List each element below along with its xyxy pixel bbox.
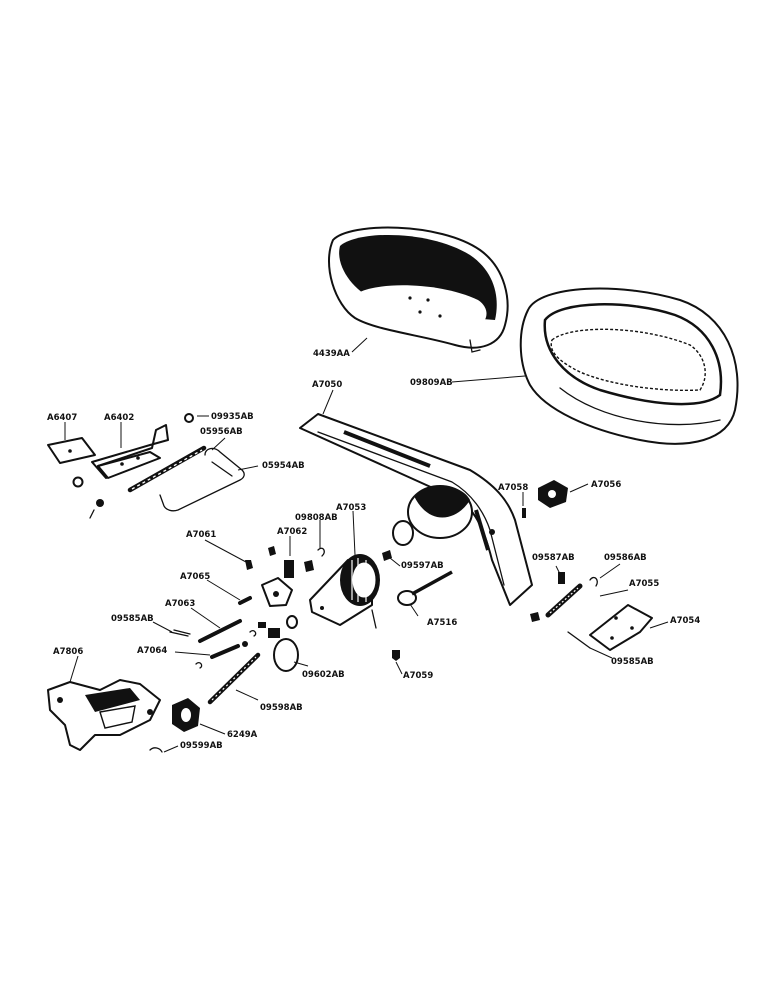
washer-left [72, 476, 84, 488]
spacer-c [286, 615, 298, 629]
label-knob: 6249A [227, 730, 258, 740]
label-clip-right: 09586AB [604, 553, 647, 563]
pin-long [198, 619, 242, 643]
bracket-rear [309, 554, 380, 629]
washer-big [273, 638, 299, 672]
clip-right [589, 576, 598, 587]
spring-right [545, 583, 583, 618]
label-washer-mid: 09597AB [401, 561, 444, 571]
label-pin-long: A7063 [165, 599, 195, 609]
label-plate-right: A7054 [670, 616, 700, 626]
label-spring-right: A7055 [629, 579, 659, 589]
label-cotter-b: 09587AB [532, 553, 575, 563]
leader-lines [64, 337, 669, 753]
label-wire-link: 05954AB [262, 461, 305, 471]
label-bolt-small: A7058 [498, 483, 528, 493]
bolt-lower [392, 650, 400, 661]
pin-left [89, 509, 95, 519]
label-cam: A7062 [277, 527, 307, 537]
plate-left [47, 437, 96, 464]
label-hub-upper: A7056 [591, 480, 621, 490]
cam [261, 560, 294, 607]
label-bracket-left: A6402 [104, 413, 134, 423]
label-pin-short: A7065 [180, 572, 210, 582]
label-seat-spring: A7050 [312, 380, 342, 390]
cotter-b-shape [558, 572, 565, 584]
label-bracket-rear: A7053 [336, 503, 366, 513]
clip-upper [317, 547, 325, 557]
clip-right-small [530, 612, 540, 622]
label-cotter-a: 09585AB [111, 614, 154, 624]
clip-small-b [249, 630, 257, 637]
label-plate-left: A6407 [47, 413, 77, 423]
spacer-a [258, 622, 266, 628]
label-cotter-c: 09585AB [611, 657, 654, 667]
washer-small-a [242, 641, 248, 647]
spacer-b [268, 628, 280, 638]
label-shock: A7516 [427, 618, 457, 628]
pin-short [238, 596, 252, 605]
cotter-c-shape [567, 631, 591, 649]
spring-mount-plate [407, 485, 473, 539]
washer-mid-left [392, 520, 414, 546]
base [47, 679, 161, 751]
pin-link [210, 644, 240, 659]
seat-pan [328, 226, 509, 353]
label-seat-pan: 4439AA [313, 349, 350, 359]
label-rod: 05956AB [200, 427, 243, 437]
shock [397, 570, 453, 606]
label-seat-cushion: 09809AB [410, 378, 453, 388]
rod [127, 445, 207, 493]
label-nut-pin: A7061 [186, 530, 216, 540]
label-base: A7806 [53, 647, 83, 657]
label-screw: 09599AB [180, 741, 223, 751]
label-pin-link: A7064 [137, 646, 167, 656]
label-clip-upper: 09808AB [295, 513, 338, 523]
bolt-small [522, 508, 526, 518]
screw [149, 747, 163, 753]
cotter-a-shape [169, 629, 191, 637]
label-bolt-long: 09598AB [260, 703, 303, 713]
label-hole-plug: 09935AB [211, 412, 254, 422]
nut-left [96, 499, 104, 507]
label-bolt-lower: A7059 [403, 671, 433, 681]
nut-pin [245, 560, 253, 570]
bushing-b [304, 560, 314, 572]
bushing-a [268, 546, 276, 556]
plate-right [589, 604, 653, 651]
knob [172, 698, 200, 732]
bolt-long [207, 652, 261, 705]
hub-upper [538, 480, 568, 508]
seat-cushion [519, 287, 739, 445]
clip-small [195, 662, 203, 669]
part-labels: 4439AA 09809AB A7050 A6407 A6402 09935AB… [47, 349, 700, 751]
label-washer-big: 09602AB [302, 670, 345, 680]
bracket-left [91, 424, 169, 479]
washer-mid [382, 550, 392, 561]
hole-plug [184, 413, 194, 423]
wire-link [159, 447, 245, 512]
